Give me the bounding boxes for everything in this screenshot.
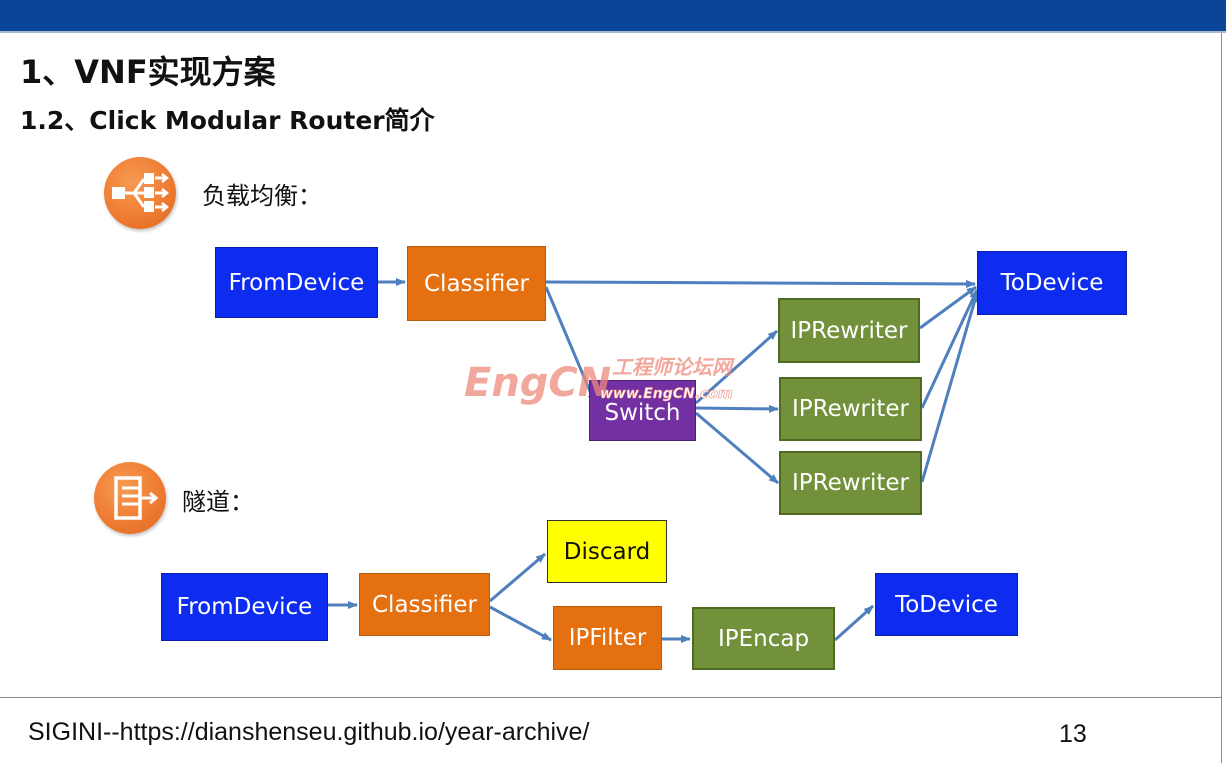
- edge-lb-classifier-todevice: [545, 279, 976, 288]
- tn-discard-node: Discard: [547, 520, 667, 583]
- lb-iprewriter-node-3: IPRewriter: [779, 451, 922, 515]
- right-border-line: [1221, 33, 1222, 763]
- tn-ipencap-node: IPEncap: [692, 607, 835, 670]
- lb-todevice-node: ToDevice: [977, 251, 1127, 315]
- tn-fromdevice-node: FromDevice: [161, 573, 328, 641]
- engcn-watermark: EngCN 工程师论坛网 www.EngCN.com: [464, 355, 735, 406]
- svg-text:www.EngCN.com: www.EngCN.com: [600, 386, 733, 402]
- edge-lb-iprewriter3-todevice: [920, 292, 979, 483]
- tunnel-label: 隧道：: [182, 488, 254, 516]
- tunnel-icon: [94, 462, 166, 534]
- slide-subtitle: 1.2、Click Modular Router简介: [20, 106, 435, 135]
- tn-ipfilter-node: IPFilter: [553, 606, 662, 670]
- edge-tn-classifier-ipfilter: [489, 605, 552, 642]
- slide-title: 1、VNF实现方案: [20, 53, 276, 91]
- tn-todevice-node: ToDevice: [875, 573, 1018, 636]
- lb-iprewriter-node-1: IPRewriter: [778, 298, 920, 363]
- svg-text:EngCN: EngCN: [464, 360, 611, 406]
- page-number: 13: [1059, 720, 1087, 748]
- lb-classifier-node: Classifier: [407, 246, 546, 321]
- load-balance-label: 负载均衡：: [202, 182, 322, 210]
- tn-classifier-node: Classifier: [359, 573, 490, 636]
- edge-lb-switch-iprewriter3: [695, 411, 779, 485]
- lb-iprewriter-node-2: IPRewriter: [779, 377, 922, 441]
- edge-tn-classifier-discard: [489, 552, 546, 603]
- edge-tn-ipencap-todevice: [833, 604, 875, 642]
- top-banner: [0, 0, 1226, 33]
- footer-source-link: SIGINI--https://dianshenseu.github.io/ye…: [28, 718, 590, 746]
- lb-fromdevice-node: FromDevice: [215, 247, 378, 318]
- footer-divider: [0, 697, 1222, 698]
- lb-switch-node: Switch: [589, 380, 696, 441]
- edge-lb-iprewriter2-todevice: [920, 289, 979, 409]
- edge-lb-iprewriter1-todevice: [919, 285, 977, 330]
- load-balancer-icon: [104, 157, 176, 229]
- svg-text:工程师论坛网: 工程师论坛网: [612, 355, 735, 379]
